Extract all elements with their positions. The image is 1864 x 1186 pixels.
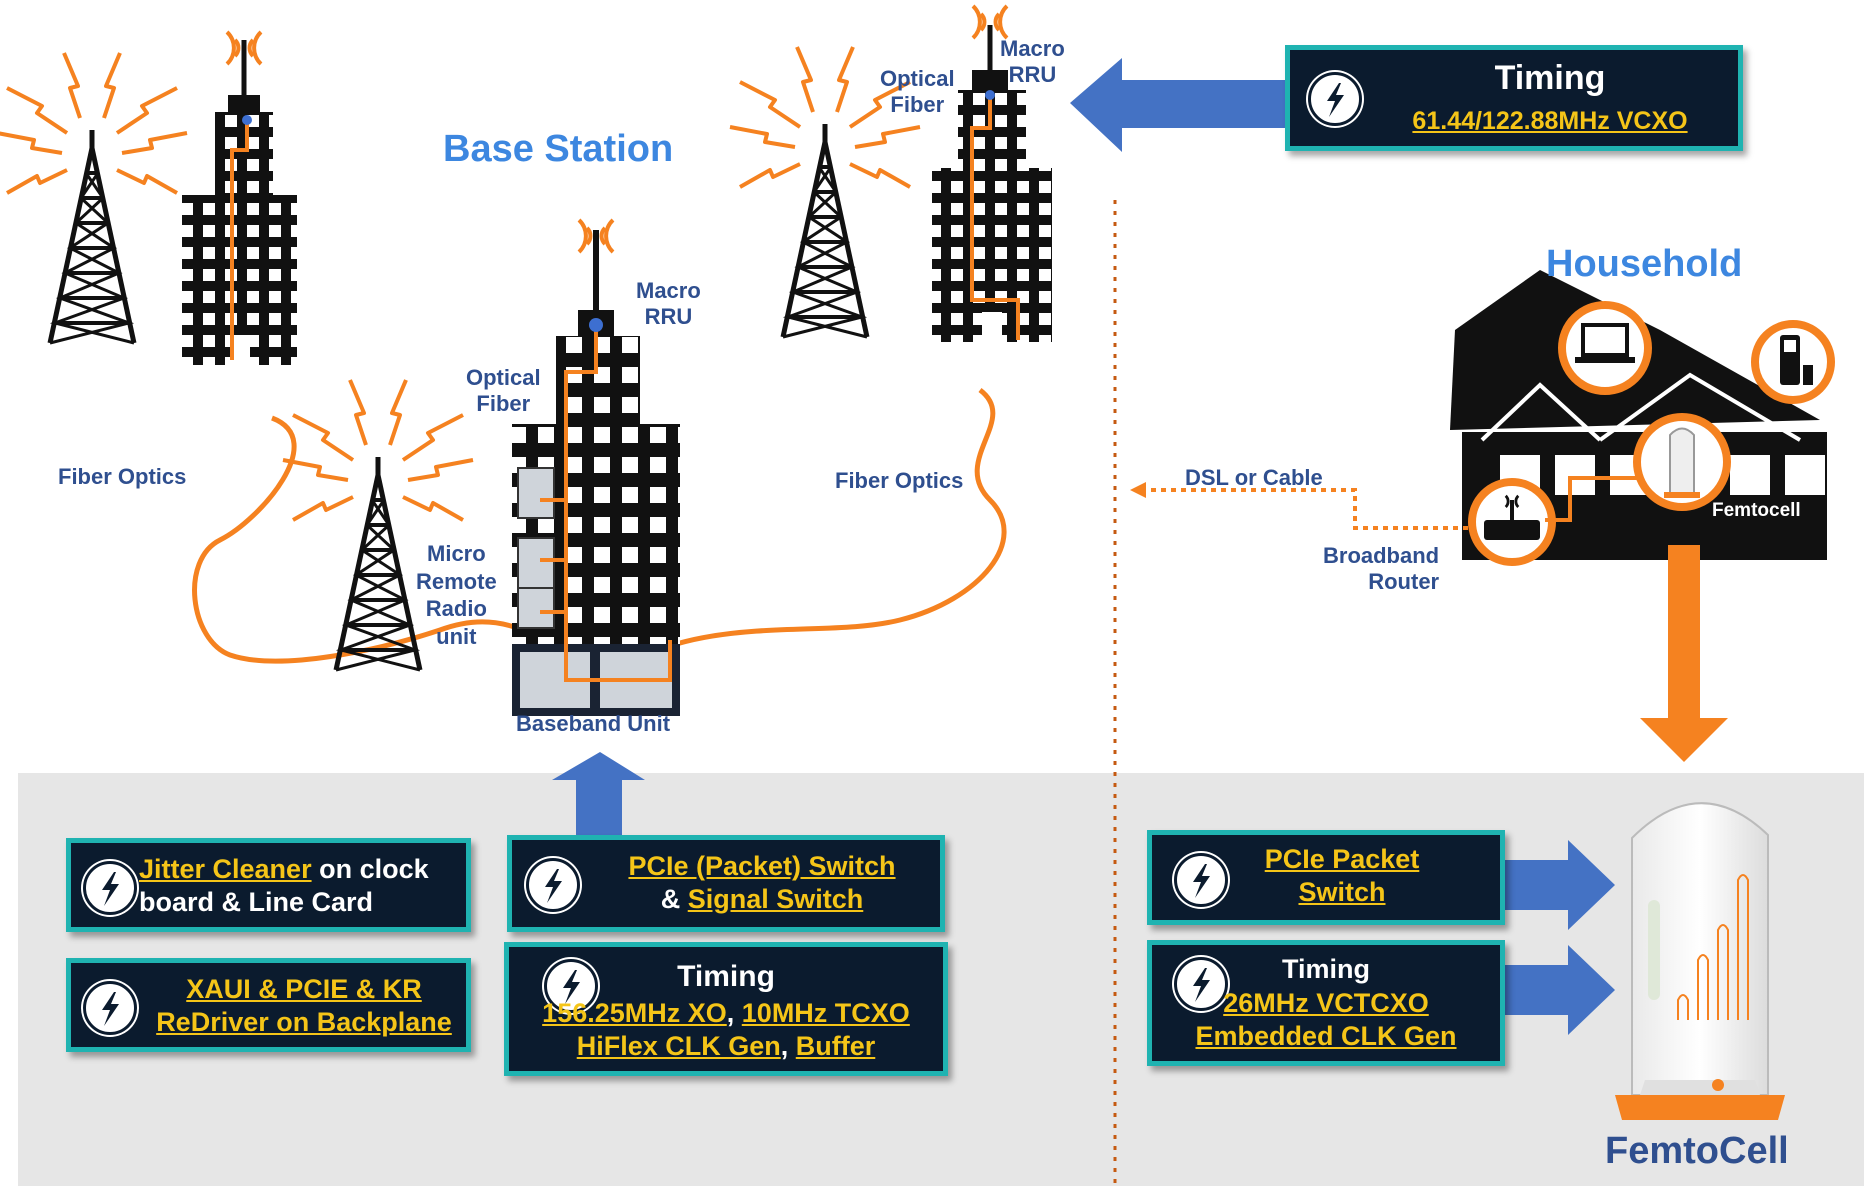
pcie-packet-switch-box: PCIe Packet Switch	[1147, 830, 1505, 925]
arrow-to-femtocell-1	[1500, 840, 1615, 930]
optical-fiber-label-top: Optical Fiber	[880, 66, 955, 117]
dsl-arrowhead	[1130, 482, 1146, 498]
building-icon	[182, 30, 297, 365]
dsl-cable-label: DSL or Cable	[1185, 465, 1323, 490]
hiflex-clk-link[interactable]: HiFlex CLK Gen	[576, 1030, 781, 1061]
signal-switch-link[interactable]: Signal Switch	[687, 883, 864, 914]
timing-box-mid: Timing 156.25MHz XO, 10MHz TCXO HiFlex C…	[504, 942, 948, 1076]
router-link-cable	[1545, 476, 1637, 522]
fiber-optic-cable-left	[192, 415, 602, 683]
router-icon	[1468, 478, 1556, 566]
arrow-to-baseband	[552, 752, 645, 840]
company-logo-icon	[544, 959, 598, 1013]
sep-text-1: ,	[726, 998, 742, 1028]
xaui-link[interactable]: XAUI & PCIE & KR	[186, 974, 422, 1004]
sep-text-2: ,	[780, 1030, 796, 1061]
optical-fiber-label-mid: Optical Fiber	[466, 365, 541, 416]
baseband-unit-label: Baseband Unit	[516, 711, 671, 736]
vctcxo-link[interactable]: 26MHz VCTCXO	[1223, 988, 1429, 1018]
cell-tower-icon	[0, 51, 189, 343]
company-logo-icon	[83, 981, 137, 1035]
jitter-text-2: board & Line Card	[139, 886, 374, 917]
company-logo-icon	[1174, 957, 1228, 1011]
switch-link[interactable]: Switch	[1298, 876, 1386, 907]
fiber-optics-label-right: Fiber Optics	[835, 468, 964, 493]
femtocell-small-label: Femtocell	[1712, 500, 1801, 521]
jitter-cleaner-box: Jitter Cleaner on clock board & Line Car…	[66, 838, 471, 932]
broadband-router-label: Broadband Router	[1323, 543, 1440, 594]
arrow-to-macro-rru	[1070, 58, 1290, 152]
base-station-title: Base Station	[443, 128, 674, 170]
dsl-cable-line	[1140, 488, 1468, 530]
micro-remote-radio-label: Micro Remote Radio unit	[416, 541, 497, 649]
company-logo-icon	[526, 858, 580, 912]
company-logo-icon	[1308, 72, 1362, 126]
building-icon	[512, 218, 680, 716]
femtocell-device-icon	[1615, 802, 1785, 1120]
redriver-link[interactable]: ReDriver on Backplane	[156, 1006, 452, 1037]
building-icon	[932, 4, 1052, 342]
timing-title: Timing	[1494, 59, 1606, 97]
pcie-switch-box: PCIe (Packet) Switch & Signal Switch	[507, 835, 945, 932]
macro-rru-label-mid: Macro RRU	[636, 278, 701, 329]
phone-icon	[1751, 320, 1835, 404]
jitter-text-1: on clock	[311, 854, 429, 884]
timing-mid-title: Timing	[677, 960, 775, 993]
household-title: Household	[1546, 243, 1743, 285]
vcxo-link[interactable]: 61.44/122.88MHz VCXO	[1412, 107, 1688, 135]
timing-box-femto: Timing 26MHz VCTCXO Embedded CLK Gen	[1147, 940, 1505, 1066]
arrow-to-femtocell-2	[1500, 945, 1615, 1035]
fiber-optics-label-left: Fiber Optics	[58, 464, 187, 489]
company-logo-icon	[83, 861, 137, 915]
timing-box-top: Timing 61.44/122.88MHz VCXO	[1285, 45, 1743, 151]
arrow-household-to-femtocell	[1640, 545, 1728, 762]
pcie-amp-text: &	[660, 883, 688, 914]
pcie-packet-link[interactable]: PCIe Packet	[1264, 844, 1420, 874]
jitter-cleaner-link[interactable]: Jitter Cleaner	[139, 854, 312, 884]
laptop-icon	[1558, 301, 1652, 395]
xo-link[interactable]: 156.25MHz XO	[542, 998, 727, 1028]
xaui-redriver-box: XAUI & PCIE & KR ReDriver on Backplane	[66, 958, 471, 1052]
macro-rru-label-top: Macro RRU	[1000, 36, 1065, 87]
company-logo-icon	[1174, 853, 1228, 907]
timing-femto-title: Timing	[1281, 954, 1370, 984]
embedded-clk-link[interactable]: Embedded CLK Gen	[1195, 1020, 1457, 1051]
buffer-link[interactable]: Buffer	[795, 1030, 876, 1061]
fiber-optic-cable-right	[602, 388, 1007, 681]
tcxo-link[interactable]: 10MHz TCXO	[741, 998, 910, 1028]
pcie-packet-switch-link[interactable]: PCIe (Packet) Switch	[628, 851, 896, 881]
femtocell-title: FemtoCell	[1605, 1130, 1789, 1172]
femtocell-device-icon	[1633, 413, 1731, 511]
